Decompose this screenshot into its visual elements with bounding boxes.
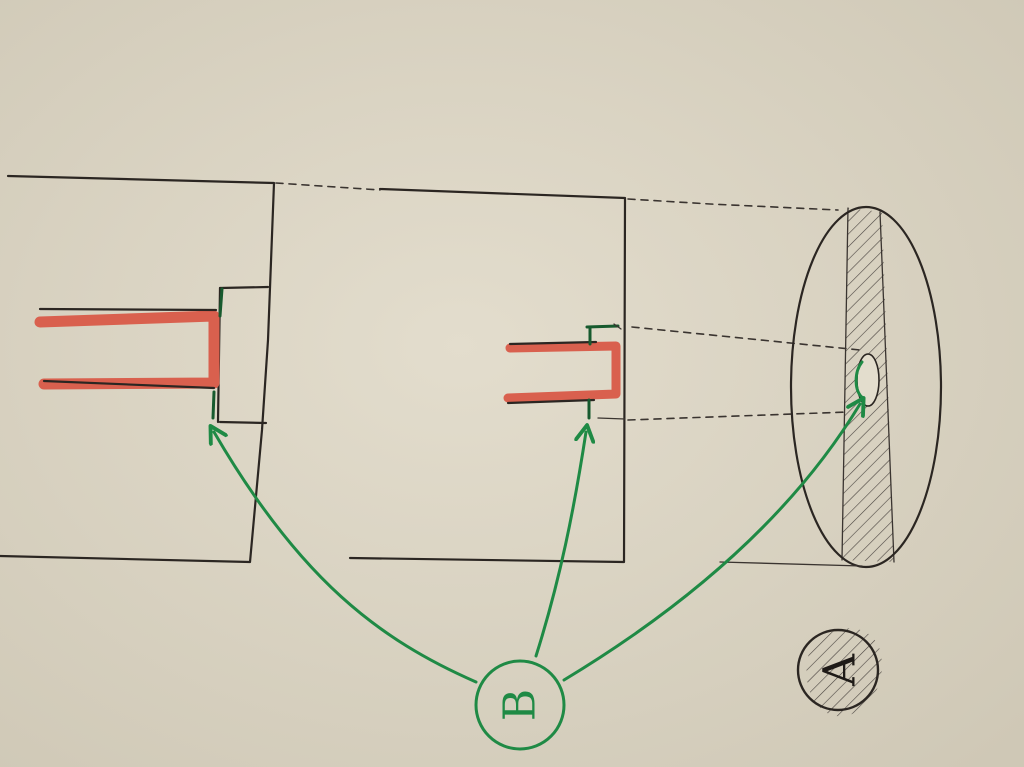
left-u-bottom-line — [42, 379, 216, 390]
hatch-band-left-edge — [841, 207, 849, 561]
left-block-outline — [0, 174, 276, 564]
left-u-top-line — [38, 307, 218, 312]
left-green-seal-bottom — [211, 390, 216, 420]
middle-green-seal-top — [585, 324, 620, 329]
top-connector-dashed — [275, 182, 381, 191]
middle-u-top-line — [508, 340, 598, 346]
middle-red-u-profile — [503, 341, 621, 403]
top-projection-dashed — [627, 198, 839, 211]
middle-u-bottom-line — [506, 398, 596, 405]
arrow-to-middle-seal — [534, 432, 586, 658]
end-view-base-line — [719, 561, 863, 567]
left-block — [0, 174, 276, 564]
left-green-seal-top — [218, 287, 224, 318]
callout-arrows — [214, 404, 860, 684]
label-a-text: A — [815, 653, 866, 687]
arrow-to-left-seal — [214, 432, 478, 684]
middle-small-tick — [613, 323, 622, 330]
end-view-ellipse — [719, 205, 943, 569]
left-slot-bottom-edge — [218, 420, 268, 425]
label-circle-a: A — [796, 628, 882, 717]
lower-projection-dashed — [627, 411, 849, 421]
hatch-band-right-edge — [879, 211, 895, 563]
left-slot-top-edge — [218, 285, 270, 290]
label-a-ring — [796, 628, 880, 712]
middle-block-outline — [348, 187, 627, 564]
middle-slot-bottom-edge — [597, 417, 626, 420]
label-a-hatch — [806, 628, 882, 717]
arrow-to-end-view-seal — [562, 404, 860, 682]
middle-block — [275, 182, 627, 564]
label-b-text: B — [495, 689, 546, 721]
end-view-outline — [789, 205, 943, 569]
label-circle-b: B — [474, 659, 566, 751]
